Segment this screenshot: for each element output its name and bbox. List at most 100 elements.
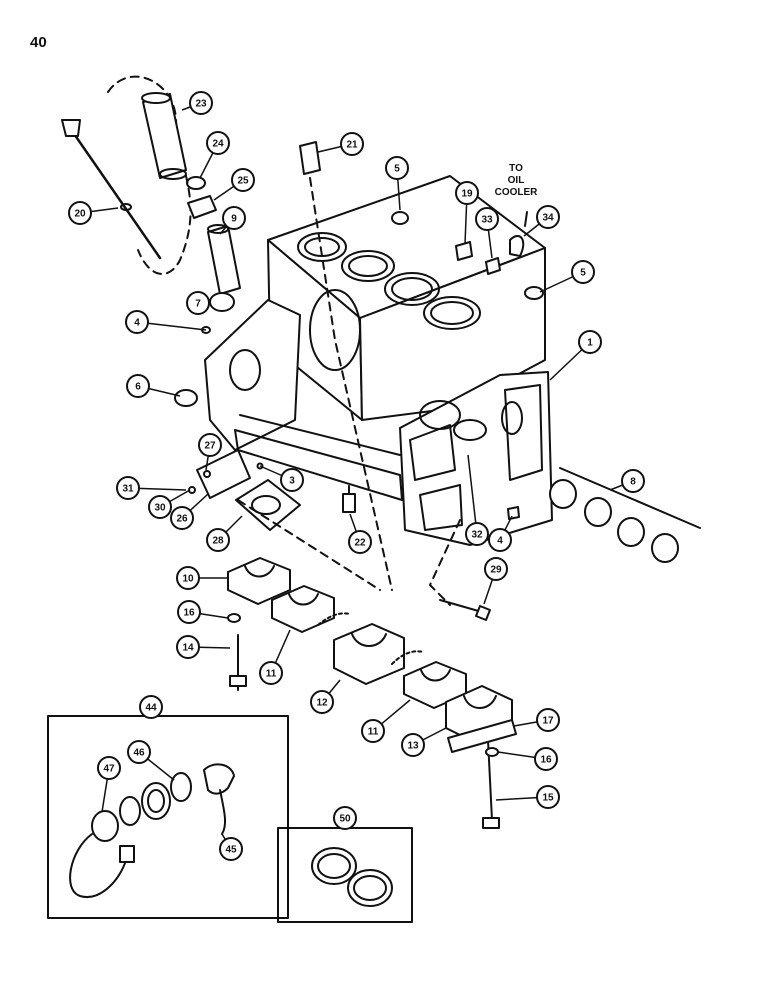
callout-45: 45 <box>219 833 243 861</box>
callout-circle <box>186 291 210 315</box>
callout-number: 28 <box>212 536 224 547</box>
callout-number: 31 <box>122 484 134 495</box>
callout-22: 22 <box>348 513 372 554</box>
callout-number: 4 <box>497 536 503 547</box>
callout-layer: 1344556789101111121314151616171920212223… <box>68 91 645 861</box>
washer <box>227 613 241 623</box>
callout-7: 7 <box>186 291 211 315</box>
callout-20: 20 <box>68 201 119 225</box>
callout-circle <box>206 131 230 155</box>
callout-circle <box>536 205 560 229</box>
callout-circle <box>536 785 560 809</box>
callout-number: 34 <box>542 213 554 224</box>
bearing-cap <box>271 585 335 633</box>
callout-circle <box>578 330 602 354</box>
cylinder-block <box>204 175 553 546</box>
expansion-plug <box>174 389 198 407</box>
callout-number: 12 <box>316 698 328 709</box>
callout-50: 50 <box>333 806 357 830</box>
callout-circle <box>222 206 246 230</box>
callout-circle <box>126 374 150 398</box>
callout-number: 4 <box>134 318 140 329</box>
callout-number: 6 <box>135 382 141 393</box>
oil-cooler-note: TO OIL COOLER <box>486 163 546 199</box>
callout-number: 7 <box>195 299 201 310</box>
cover-gasket <box>235 479 301 531</box>
cup-plug <box>391 211 409 225</box>
callout-number: 3 <box>289 476 295 487</box>
callout-circle <box>488 528 512 552</box>
note-line: OIL <box>507 175 525 186</box>
callout-circle <box>125 310 149 334</box>
callout-13: 13 <box>401 727 447 757</box>
callout-circle <box>475 207 499 231</box>
callout-27: 27 <box>198 433 222 471</box>
callout-circle <box>259 661 283 685</box>
callout-1: 1 <box>549 330 602 381</box>
page-number: 40 <box>30 34 47 51</box>
pipe-plug <box>507 506 520 520</box>
callout-circle <box>219 837 243 861</box>
callout-number: 32 <box>471 530 483 541</box>
callout-28: 28 <box>206 515 243 552</box>
callout-19: 19 <box>455 181 479 245</box>
callout-circle <box>97 756 121 780</box>
callout-11: 11 <box>361 699 411 743</box>
callout-31: 31 <box>116 476 187 500</box>
callout-circle <box>189 91 213 115</box>
callout-number: 9 <box>231 214 237 225</box>
callout-29: 29 <box>483 557 508 605</box>
callout-number: 11 <box>368 727 379 738</box>
callout-3: 3 <box>259 465 304 492</box>
callout-5: 5 <box>539 260 595 293</box>
callout-number: 24 <box>212 139 224 150</box>
oil-tube <box>207 225 241 295</box>
cover-plate <box>196 449 251 499</box>
heater-kit <box>69 763 235 898</box>
callout-number: 46 <box>133 748 145 759</box>
callout-4: 4 <box>125 310 207 334</box>
callout-number: 26 <box>176 514 188 525</box>
elbow-fitting <box>509 235 525 257</box>
callout-25: 25 <box>213 168 255 201</box>
callout-number: 5 <box>394 164 400 175</box>
callout-number: 33 <box>481 215 493 226</box>
callout-circle <box>621 469 645 493</box>
callout-number: 29 <box>490 565 502 576</box>
callout-circle <box>455 181 479 205</box>
callout-circle <box>280 468 304 492</box>
callout-circle <box>348 530 372 554</box>
callout-number: 10 <box>182 574 194 585</box>
callout-24: 24 <box>199 131 230 179</box>
camshaft-bushings <box>549 467 701 563</box>
callout-circle <box>170 506 194 530</box>
bolt <box>439 599 483 613</box>
callout-number: 22 <box>354 538 366 549</box>
callout-number: 25 <box>237 176 249 187</box>
callout-circle <box>333 806 357 830</box>
callout-number: 50 <box>339 814 351 825</box>
callout-number: 23 <box>195 99 207 110</box>
washer <box>485 747 499 757</box>
callout-46: 46 <box>127 740 175 781</box>
callout-circle <box>534 747 558 771</box>
callout-26: 26 <box>170 493 209 530</box>
callout-33: 33 <box>475 207 499 259</box>
callout-circle <box>148 495 172 519</box>
callout-circle <box>198 433 222 457</box>
callout-circle <box>231 168 255 192</box>
callout-44: 44 <box>139 695 163 719</box>
callout-number: 8 <box>630 477 636 488</box>
callout-circle <box>176 635 200 659</box>
callout-11: 11 <box>259 629 291 685</box>
callout-17: 17 <box>513 708 560 732</box>
callout-circle <box>206 528 230 552</box>
callout-number: 45 <box>225 845 237 856</box>
lock-plate <box>447 719 517 753</box>
callout-16: 16 <box>177 600 229 624</box>
callout-number: 19 <box>461 189 473 200</box>
callout-30: 30 <box>148 489 191 519</box>
callout-number: 44 <box>145 703 157 714</box>
callout-number: 16 <box>540 755 552 766</box>
callout-number: 30 <box>154 503 166 514</box>
